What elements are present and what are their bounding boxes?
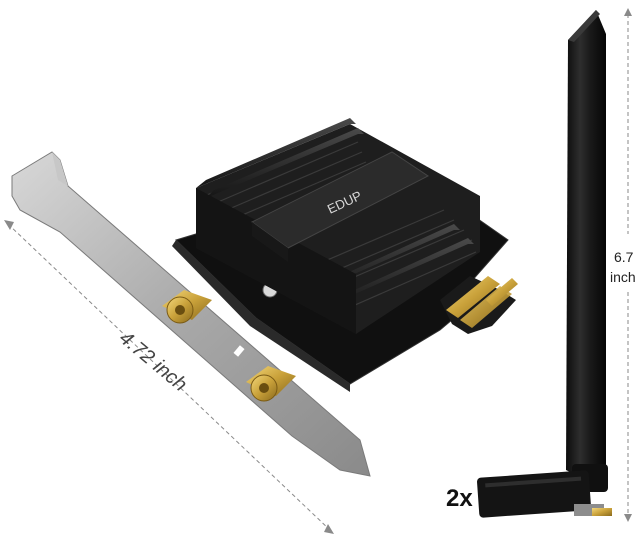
height-dimension-line — [624, 8, 632, 522]
height-dimension-unit: inch — [610, 269, 636, 285]
pcie-gold-contacts — [440, 276, 518, 334]
antenna-quantity-label: 2x — [446, 485, 473, 512]
height-dimension-value: 6.7 — [614, 249, 634, 265]
heatsink — [196, 118, 480, 334]
width-dimension-line — [4, 220, 334, 534]
antenna-connector-1 — [162, 290, 212, 324]
antenna-connector-2 — [246, 366, 296, 402]
antenna — [477, 10, 612, 518]
